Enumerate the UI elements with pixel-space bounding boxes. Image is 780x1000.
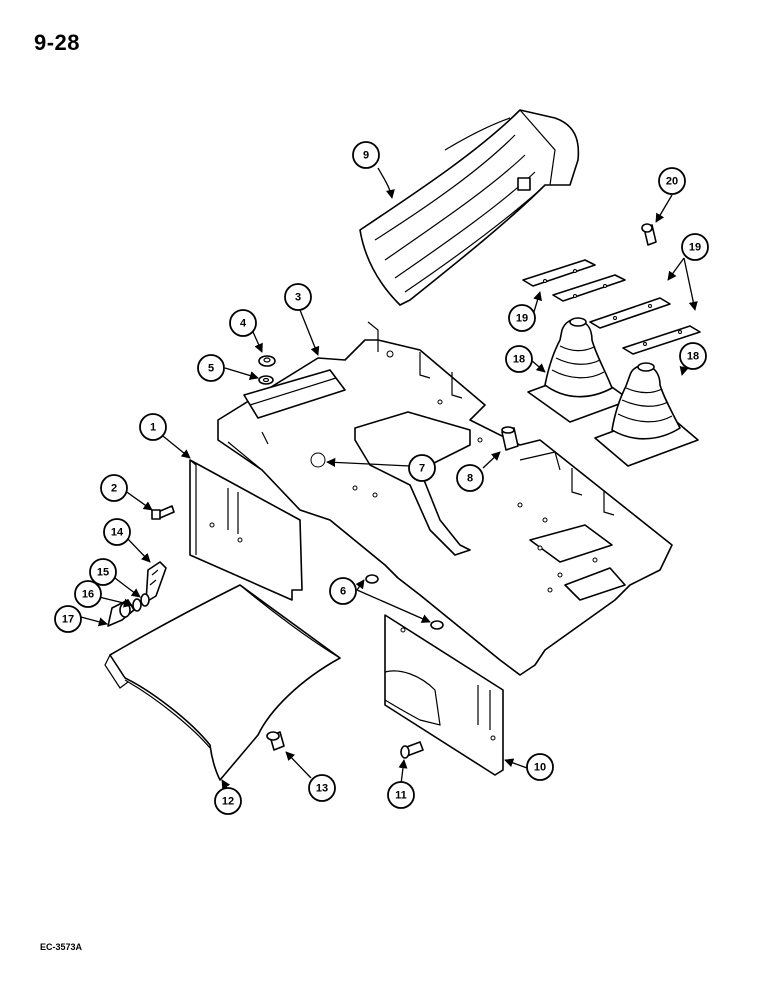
- callout-circle: [456, 464, 484, 492]
- callout-circle: [681, 233, 709, 261]
- part-15-washer: [140, 593, 150, 607]
- callout-circle: [526, 753, 554, 781]
- callout-5: 5: [197, 354, 225, 382]
- callout-18: 18: [679, 342, 707, 370]
- callout-label: 15: [97, 567, 109, 579]
- callout-label: 18: [513, 354, 525, 366]
- part-1-left-side-panel: [189, 459, 303, 601]
- callout-circle: [508, 304, 536, 332]
- callout-17: 17: [54, 605, 82, 633]
- callout-label: 3: [295, 292, 301, 304]
- callout-circle: [103, 518, 131, 546]
- part-10-right-side-panel: [384, 614, 504, 776]
- part-9-shift-cover: [359, 109, 580, 306]
- callout-8: 8: [456, 464, 484, 492]
- callout-label: 10: [534, 762, 546, 774]
- part-18-shift-boot-right: [594, 362, 699, 467]
- part-3-floor-plate: [217, 321, 673, 676]
- callout-label: 7: [419, 463, 425, 475]
- callout-19: 19: [681, 233, 709, 261]
- part-6-nut: [365, 574, 444, 630]
- callout-12: 12: [214, 787, 242, 815]
- callout-circle: [387, 781, 415, 809]
- callout-19: 19: [508, 304, 536, 332]
- callout-circle: [197, 354, 225, 382]
- callout-label: 2: [111, 483, 117, 495]
- callout-13: 13: [308, 774, 336, 802]
- callout-20: 20: [658, 167, 686, 195]
- callout-label: 18: [687, 351, 699, 363]
- callout-label: 12: [222, 796, 234, 808]
- callout-label: 6: [340, 586, 346, 598]
- callout-11: 11: [387, 781, 415, 809]
- callout-label: 9: [363, 150, 369, 162]
- callout-circle: [139, 413, 167, 441]
- callout-label: 11: [395, 790, 407, 802]
- part-8-spacer: [501, 426, 519, 451]
- callout-circle: [679, 342, 707, 370]
- callout-circle: [100, 474, 128, 502]
- part-4-nut: [258, 355, 276, 367]
- callout-16: 16: [74, 580, 102, 608]
- callout-label: 20: [666, 176, 678, 188]
- callout-label: 4: [240, 318, 247, 330]
- part-20-screw: [641, 223, 657, 246]
- callout-circle: [408, 454, 436, 482]
- part-16-washer: [132, 598, 142, 612]
- drawing-code: EC-3573A: [40, 942, 83, 952]
- callout-circle: [308, 774, 336, 802]
- callout-10: 10: [526, 753, 554, 781]
- callout-label: 5: [208, 363, 214, 375]
- part-19-gasket-strips: [522, 259, 701, 355]
- callout-circle: [74, 580, 102, 608]
- part-11-bolt: [400, 741, 424, 759]
- callout-circle: [658, 167, 686, 195]
- callout-14: 14: [103, 518, 131, 546]
- part-5-washer: [258, 375, 274, 385]
- callout-7: 7: [408, 454, 436, 482]
- callout-2: 2: [100, 474, 128, 502]
- callout-circle: [229, 309, 257, 337]
- callout-label: 8: [467, 473, 473, 485]
- part-12-front-cover: [104, 584, 341, 781]
- part-2-bolt: [151, 505, 175, 520]
- page-number: 9-28: [34, 30, 81, 55]
- callout-6: 6: [329, 577, 357, 605]
- callout-circle: [329, 577, 357, 605]
- callout-label: 19: [516, 313, 528, 325]
- callout-15: 15: [89, 558, 117, 586]
- callout-label: 14: [111, 527, 124, 539]
- callout-circle: [54, 605, 82, 633]
- callout-label: 13: [316, 783, 328, 795]
- callout-18: 18: [505, 345, 533, 373]
- part-13-bolt: [266, 731, 285, 751]
- callout-label: 17: [62, 614, 74, 626]
- callout-circle: [352, 141, 380, 169]
- part-14-clip: [145, 561, 167, 603]
- leader-lines: [80, 167, 698, 791]
- callout-label: 19: [689, 242, 701, 254]
- callout-circle: [214, 787, 242, 815]
- callout-circle: [284, 283, 312, 311]
- callout-circle: [89, 558, 117, 586]
- callout-1: 1: [139, 413, 167, 441]
- callout-4: 4: [229, 309, 257, 337]
- callout-label: 1: [150, 422, 156, 434]
- callout-9: 9: [352, 141, 380, 169]
- callout-label: 16: [82, 589, 94, 601]
- callout-circle: [505, 345, 533, 373]
- callout-3: 3: [284, 283, 312, 311]
